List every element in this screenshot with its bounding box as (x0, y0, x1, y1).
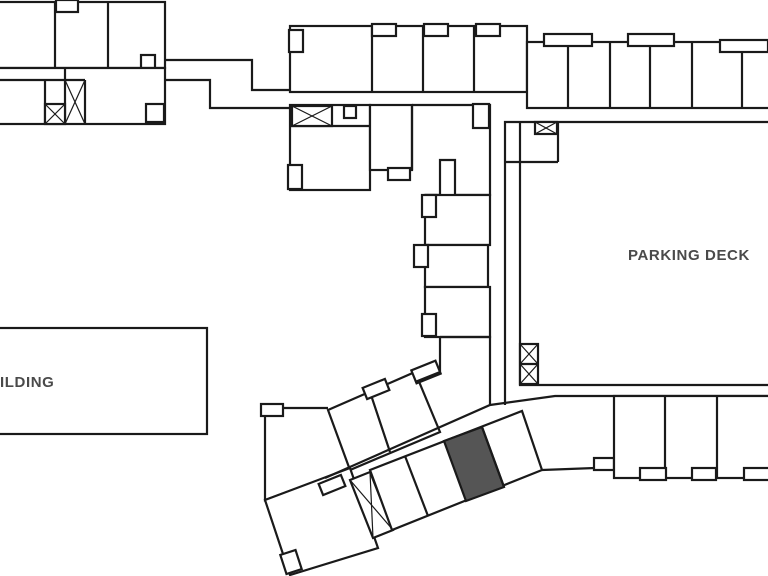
parking-deck: PARKING DECK (503, 120, 768, 405)
lower-wing (259, 359, 768, 576)
bottom-right-rooms (612, 394, 768, 482)
top-left-building (0, 0, 167, 126)
connector-corridors (165, 58, 290, 110)
building-label: ILDING (0, 374, 54, 391)
parking-deck-label: PARKING DECK (628, 247, 750, 264)
top-right-rooms (525, 32, 768, 110)
left-building: ILDING (0, 326, 209, 436)
central-tower (286, 102, 492, 405)
top-central-rooms (287, 22, 529, 94)
bottom-units-row (368, 409, 616, 532)
